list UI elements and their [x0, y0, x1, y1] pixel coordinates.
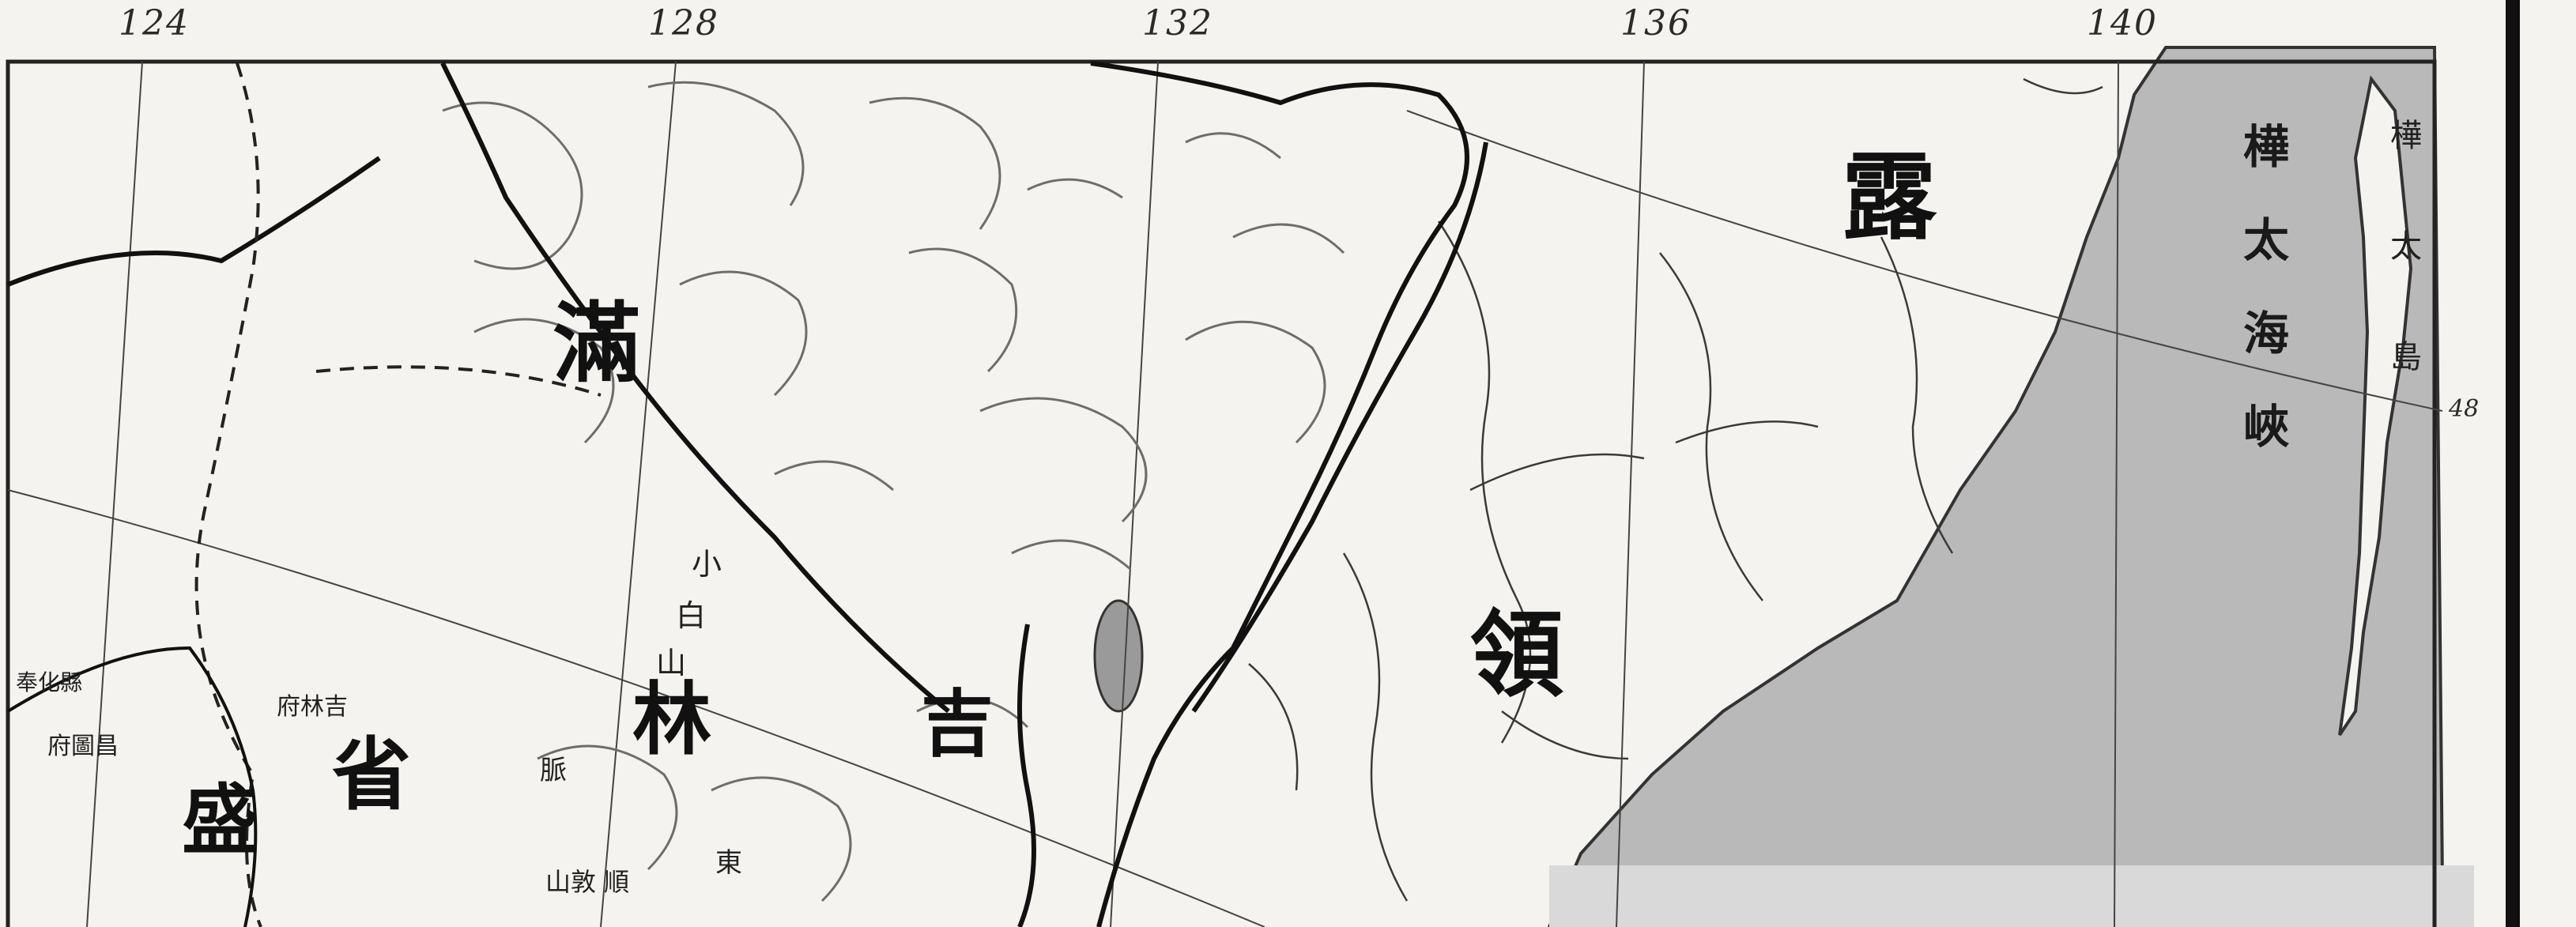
label-jilin-fu: 府林吉	[277, 693, 348, 721]
latitude-label-48: 48	[2449, 395, 2480, 423]
longitude-label-128: 128	[648, 3, 719, 43]
meridian-128	[600, 61, 677, 927]
parallel-48	[1406, 110, 2443, 412]
label-fengtian: 奉化縣	[16, 669, 83, 695]
longitude-label-124: 124	[119, 3, 190, 43]
meridian-140	[2114, 61, 2119, 927]
label-shengjing: 盛	[182, 775, 258, 865]
label-manchuria: 滿	[553, 292, 640, 394]
label-mountain-3: 山	[656, 646, 687, 680]
province-border	[6, 646, 258, 927]
railways	[6, 61, 1488, 927]
meridian-136	[1616, 61, 1645, 927]
label-shanyue: 山敦 順	[545, 867, 630, 897]
map-bottom-band	[1549, 865, 2474, 927]
label-east: 東	[715, 847, 742, 879]
label-sakhalin: 樺太島	[2385, 119, 2421, 450]
terrain-hachures	[442, 81, 1345, 903]
label-mountain-2: 白	[676, 598, 707, 633]
label-jilin-lin: 林	[632, 673, 711, 766]
meridian-132	[1110, 61, 1159, 927]
label-jilin-ji: 吉	[921, 681, 994, 767]
longitude-label-136: 136	[1620, 3, 1692, 43]
label-mountain-vein: 脈	[540, 755, 567, 786]
longitude-label-140: 140	[2087, 3, 2158, 43]
map-border	[6, 59, 2437, 927]
label-mountain-1: 小	[692, 547, 722, 582]
rivers	[1248, 77, 2103, 902]
label-changtu: 府圖昌	[47, 733, 119, 760]
longitude-label-132: 132	[1142, 3, 1213, 43]
parallel-lower	[7, 489, 1265, 927]
boundaries	[194, 62, 602, 927]
label-tatar-strait: 樺太海峽	[2235, 122, 2289, 496]
lake	[1093, 599, 1144, 713]
meridian-124	[86, 61, 143, 927]
map-border-right	[2506, 0, 2520, 927]
label-russia-territory: 領	[1470, 600, 1564, 710]
sea-area	[1547, 46, 2445, 927]
label-province: 省	[332, 728, 411, 821]
sakhalin-island	[2338, 75, 2413, 737]
label-russia: 露	[1842, 141, 1937, 253]
